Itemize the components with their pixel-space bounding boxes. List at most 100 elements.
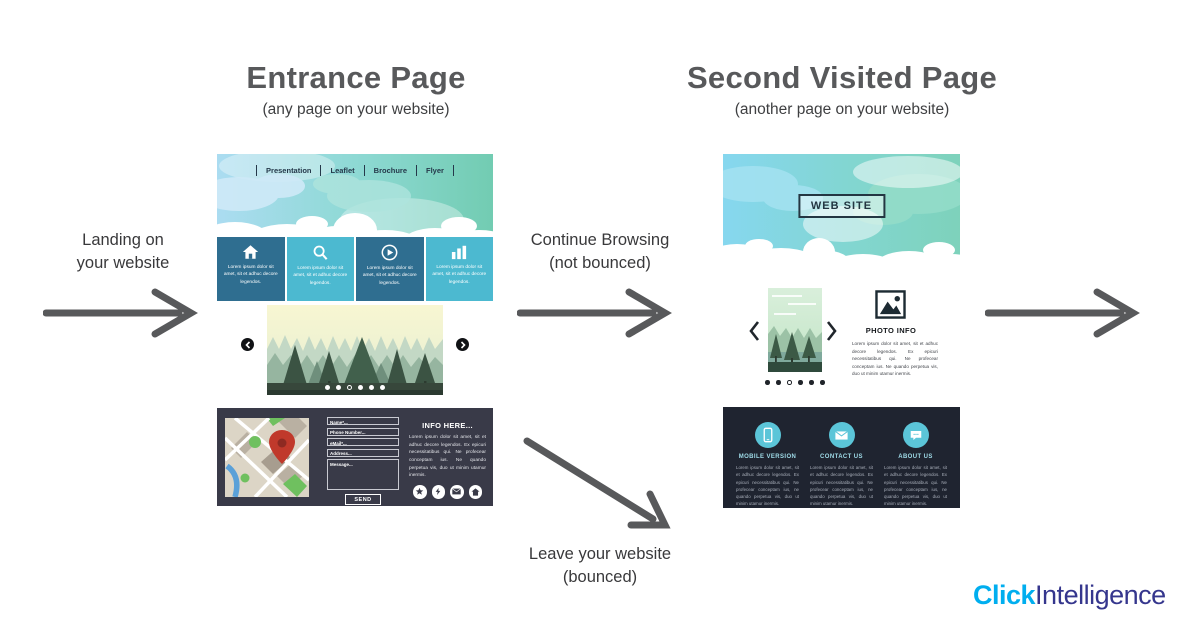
entrance-page-mockup: Presentation Leaflet Brochure Flyer Lore… (217, 154, 493, 506)
contact-form: Name*... Phone Number... eMail*... Addre… (327, 417, 399, 505)
website-banner: WEB SITE (797, 194, 886, 218)
entrance-subtitle: (any page on your website) (262, 101, 450, 118)
photo-info-heading: PHOTO INFO (865, 326, 917, 335)
second-header-clouds: WEB SITE (723, 154, 960, 262)
second-subtitle: (another page on your website) (734, 101, 950, 118)
footer-col-contact: CONTACT US Lorem ipsum dolor sit amet, s… (810, 422, 873, 508)
phone-field[interactable]: Phone Number... (327, 427, 399, 436)
entrance-title: Entrance Page (246, 60, 466, 95)
name-field[interactable]: Name*... (327, 417, 399, 425)
site-nav: Presentation Leaflet Brochure Flyer (217, 165, 493, 176)
feature-video[interactable]: Lorem ipsum dolor sit amet, sit et adhuc… (356, 237, 424, 301)
photo-prev-button[interactable] (749, 320, 760, 347)
chat-icon[interactable] (902, 422, 929, 448)
info-block: INFO HERE... Lorem ipsum dolor sit amet,… (409, 421, 486, 499)
home-icon[interactable] (468, 485, 482, 499)
home-icon (243, 245, 259, 259)
photo-info-text: Lorem ipsum dolor sit amet, sit et adhuc… (852, 341, 938, 377)
entrance-header-clouds: Presentation Leaflet Brochure Flyer (217, 154, 493, 236)
search-icon (313, 245, 328, 260)
social-icons (409, 485, 486, 499)
logo-intelligence-text: Intelligence (1035, 580, 1166, 610)
carousel-next-button[interactable] (456, 338, 469, 351)
email-field[interactable]: eMail*... (327, 438, 399, 446)
landing-label: Landing on your website (76, 231, 170, 273)
feature-boxes: Lorem ipsum dolor sit amet, sit et adhuc… (217, 237, 493, 301)
address-field[interactable]: Address... (327, 448, 399, 457)
carousel-dot[interactable] (380, 385, 385, 390)
image-carousel (217, 301, 493, 408)
carousel-dot[interactable] (336, 385, 341, 390)
play-icon (381, 244, 398, 261)
continue-arrow (517, 288, 672, 338)
nav-item-flyer[interactable]: Flyer (426, 166, 444, 175)
carousel-prev-button[interactable] (241, 338, 254, 351)
carousel-dot[interactable] (776, 380, 781, 385)
carousel-dots (267, 385, 443, 390)
carousel-dot[interactable] (798, 380, 803, 385)
feature-search[interactable]: Lorem ipsum dolor sit amet, sit et adhuc… (286, 237, 354, 301)
nav-separator (363, 165, 365, 176)
second-content-section: PHOTO INFO Lorem ipsum dolor sit amet, s… (723, 262, 960, 407)
feature-home[interactable]: Lorem ipsum dolor sit amet, sit et adhuc… (217, 237, 285, 301)
bar-chart-icon (452, 245, 467, 260)
logo-click-text: Click (973, 580, 1036, 610)
nav-item-brochure[interactable]: Brochure (373, 166, 408, 175)
message-field[interactable]: Message... (327, 459, 399, 490)
carousel-dot-active[interactable] (787, 380, 792, 385)
feature-stats[interactable]: Lorem ipsum dolor sit amet, sit et adhuc… (425, 237, 493, 301)
footer-col-heading: MOBILE VERSION (738, 454, 797, 460)
landing-arrow (43, 288, 198, 338)
clouds-illustration (217, 154, 493, 236)
chevron-left-icon (244, 340, 250, 349)
carousel-dot[interactable] (325, 385, 330, 390)
second-footer: MOBILE VERSION Lorem ipsum dolor sit ame… (723, 407, 960, 508)
nav-separator (256, 165, 258, 176)
info-heading: INFO HERE... (422, 421, 473, 430)
envelope-icon[interactable] (450, 485, 464, 499)
nav-separator (416, 165, 418, 176)
carousel-dot[interactable] (358, 385, 363, 390)
second-page-mockup: WEB SITE (723, 154, 960, 508)
brand-logo: ClickIntelligence (973, 580, 1166, 611)
photo-next-button[interactable] (826, 320, 837, 347)
nav-item-presentation[interactable]: Presentation (266, 166, 312, 175)
leave-label: Leave your website (bounced) (528, 545, 672, 587)
second-title-block: Second Visited Page (another page on you… (642, 62, 1042, 119)
carousel-dot[interactable] (820, 380, 825, 385)
footer-col-about: ABOUT US Lorem ipsum dolor sit amet, sit… (884, 422, 947, 508)
footer-col-text: Lorem ipsum dolor sit amet, sit et adhuc… (736, 465, 799, 507)
bounce-arrow (523, 437, 671, 529)
photo-carousel-dots (752, 380, 838, 385)
second-title: Second Visited Page (686, 60, 998, 95)
footer-col-heading: ABOUT US (898, 454, 933, 460)
bolt-icon[interactable] (431, 485, 445, 499)
forest-slide-image (267, 305, 443, 395)
chevron-left-icon (749, 321, 760, 341)
photo-placeholder-icon (875, 290, 906, 319)
clouds-illustration (723, 154, 960, 262)
chevron-right-icon (460, 340, 466, 349)
footer-col-heading: CONTACT US (820, 454, 863, 460)
carousel-dot[interactable] (765, 380, 770, 385)
envelope-icon[interactable] (828, 422, 855, 448)
nav-separator (320, 165, 322, 176)
nav-item-leaflet[interactable]: Leaflet (330, 166, 355, 175)
map-illustration (225, 418, 309, 497)
entrance-title-block: Entrance Page (any page on your website) (156, 62, 556, 119)
smartphone-icon[interactable] (754, 422, 781, 448)
info-text: Lorem ipsum dolor sit amet, sit et adhuc… (409, 435, 486, 479)
entrance-footer: Name*... Phone Number... eMail*... Addre… (217, 408, 493, 506)
footer-col-mobile: MOBILE VERSION Lorem ipsum dolor sit ame… (736, 422, 799, 508)
continue-label: Continue Browsing (not bounced) (530, 231, 670, 273)
carousel-dot[interactable] (369, 385, 374, 390)
star-icon[interactable] (413, 485, 427, 499)
footer-col-text: Lorem ipsum dolor sit amet, sit et adhuc… (810, 465, 873, 507)
chevron-right-icon (826, 321, 837, 341)
send-button[interactable]: SEND (345, 494, 381, 505)
carousel-dot-active[interactable] (347, 385, 352, 390)
carousel-dot[interactable] (809, 380, 814, 385)
nav-separator (452, 165, 454, 176)
exit-right-arrow (985, 288, 1140, 338)
footer-col-text: Lorem ipsum dolor sit amet, sit et adhuc… (884, 465, 947, 507)
